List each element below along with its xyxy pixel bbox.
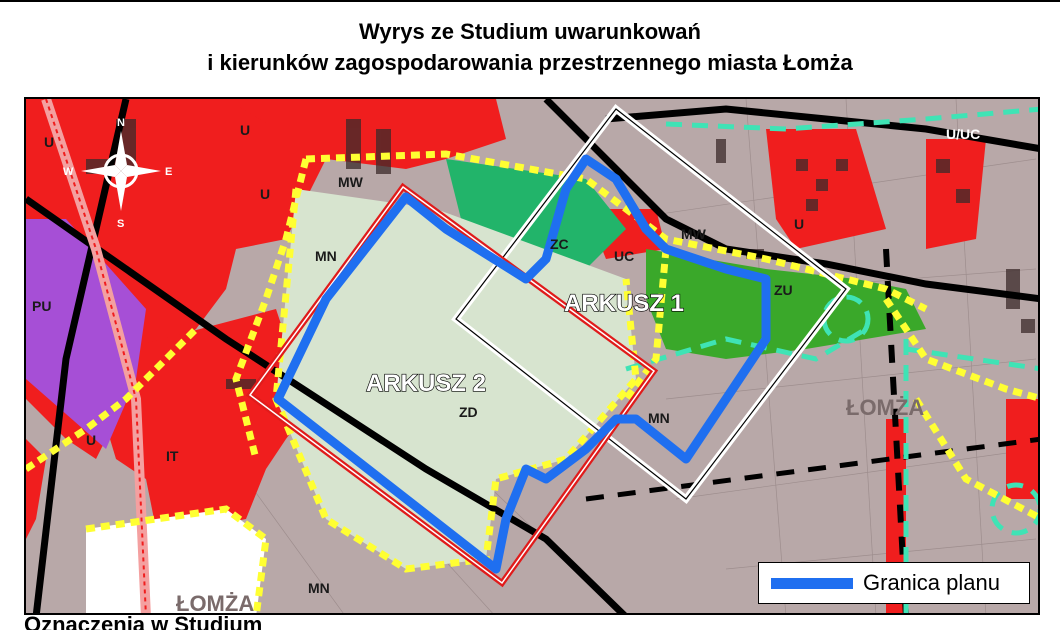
zone-label-it: IT — [166, 448, 179, 464]
map-legend: Granica planu — [758, 562, 1030, 604]
sheet-label-1: ARKUSZ 1 — [564, 290, 684, 317]
sheet1-frame — [451, 104, 851, 504]
zone-label-mn2: MN — [648, 410, 670, 426]
dashed-road-2 — [585, 437, 1038, 502]
footer-heading: Oznaczenia w Studium — [24, 614, 263, 630]
map-canvas: N S E W U U U U U U/UC MW MW MN MN MN ZC… — [26, 99, 1038, 615]
title-line-1: Wyrys ze Studium uwarunkowań — [359, 19, 701, 44]
zone-label-u3: U — [260, 186, 270, 202]
zone-label-pu: PU — [32, 298, 51, 314]
railway — [41, 99, 151, 613]
title-line-2: i kierunków zagospodarowania przestrzenn… — [207, 50, 853, 75]
compass-n: N — [117, 117, 125, 129]
industrial-zone — [26, 219, 146, 449]
zone-label-u5: U — [794, 216, 804, 232]
zone-label-mw1: MW — [338, 174, 364, 190]
plan-boundary — [273, 154, 771, 574]
place-name-lomza-south: ŁOMŻA — [176, 591, 254, 615]
place-names: ŁOMŻA ŁOMŻA — [176, 395, 924, 615]
park-zu — [646, 249, 926, 359]
zone-label-uc: UC — [614, 248, 634, 264]
roads — [26, 99, 1038, 613]
place-name-lomza-east: ŁOMŻA — [846, 395, 924, 420]
zone-label-zc: ZC — [550, 236, 569, 252]
zone-label-uuc: U/UC — [946, 126, 980, 142]
compass-w: W — [63, 166, 74, 178]
zone-label-u4: U — [86, 432, 96, 448]
plan-boundary-swatch — [771, 578, 853, 589]
compass-icon: N S E W — [63, 117, 172, 230]
zone-labels: U U U U U U/UC MW MW MN MN MN ZC UC ZU Z… — [32, 122, 980, 596]
zone-label-mn3: MN — [308, 580, 330, 596]
page-title: Wyrys ze Studium uwarunkowań i kierunków… — [0, 16, 1060, 78]
compass-e: E — [165, 166, 172, 178]
white-area — [86, 509, 266, 613]
legend-label: Granica planu — [863, 570, 1000, 595]
compass-s: S — [117, 218, 124, 230]
map-panel[interactable]: N S E W U U U U U U/UC MW MW MN MN MN ZC… — [24, 97, 1040, 615]
zone-label-mw2: MW — [681, 226, 707, 242]
sheet-label-2: ARKUSZ 2 — [366, 370, 486, 397]
zone-label-u1: U — [44, 134, 54, 150]
zone-label-mn1: MN — [315, 248, 337, 264]
zone-label-zd: ZD — [459, 404, 478, 420]
teal-lines — [625, 106, 1038, 613]
sheet-labels: ARKUSZ 1 ARKUSZ 2 — [365, 289, 684, 397]
zone-label-zu: ZU — [774, 282, 793, 298]
sheet2-frame — [245, 182, 659, 588]
zone-label-u2: U — [240, 122, 250, 138]
top-rule — [0, 0, 1060, 2]
allotment-zd — [276, 189, 636, 569]
